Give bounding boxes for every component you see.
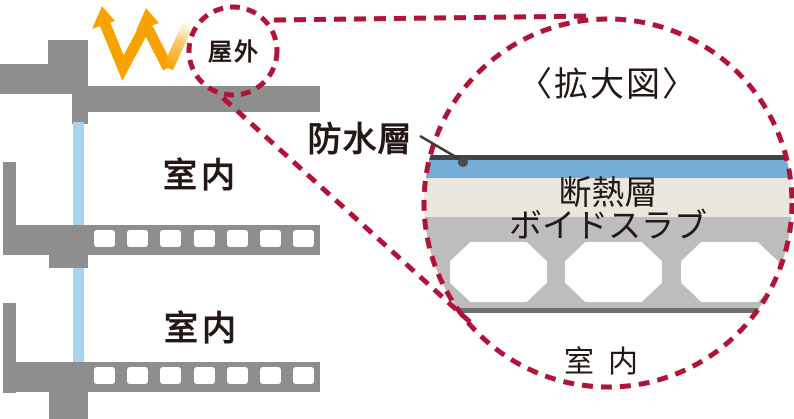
rooftop-label: 屋外 bbox=[208, 38, 260, 66]
slab-void bbox=[293, 367, 315, 384]
slab-void bbox=[160, 230, 182, 247]
slab-void bbox=[127, 230, 149, 247]
slab-void bbox=[94, 367, 115, 384]
enlarged-view-title: 〈拡大図〉 bbox=[518, 65, 698, 105]
window-glass-upper bbox=[73, 122, 84, 226]
slab-void bbox=[226, 367, 248, 384]
indoor-area-label: 室内 bbox=[564, 345, 652, 380]
void-cell bbox=[681, 242, 778, 302]
slab-bottom-line bbox=[424, 308, 792, 313]
indoor-label-lower: 室内 bbox=[164, 309, 240, 349]
floor-slab-upper bbox=[3, 225, 320, 255]
roof-slab bbox=[72, 86, 320, 112]
floor-slab-lower bbox=[3, 362, 320, 392]
wall-stub-top bbox=[72, 108, 88, 124]
slab-void bbox=[94, 230, 115, 247]
parapet-stub bbox=[48, 40, 88, 94]
slab-void bbox=[127, 367, 149, 384]
waterproof-layer-label: 防水層 bbox=[307, 120, 413, 160]
window-glass-lower bbox=[73, 268, 84, 363]
enlarged-view-circle: 〈拡大図〉 断熱層 ボイドスラブ 室内 bbox=[424, 19, 792, 387]
wall-stub-bottom bbox=[49, 392, 88, 419]
magnifier-link-line-top bbox=[273, 13, 593, 23]
slab-void bbox=[160, 367, 182, 384]
slab-void bbox=[193, 367, 215, 384]
void-cell bbox=[565, 242, 662, 302]
indoor-label-upper: 室内 bbox=[163, 156, 239, 196]
wall-stub-middle bbox=[49, 252, 88, 268]
void-cell bbox=[450, 242, 547, 302]
slab-void bbox=[260, 230, 281, 247]
slab-void bbox=[226, 230, 248, 247]
void-slab-label: ボイドスラブ bbox=[509, 206, 707, 245]
slab-void bbox=[293, 230, 315, 247]
slab-void bbox=[193, 230, 215, 247]
slab-void bbox=[260, 367, 281, 384]
heat-arrow-icon bbox=[92, 6, 195, 81]
